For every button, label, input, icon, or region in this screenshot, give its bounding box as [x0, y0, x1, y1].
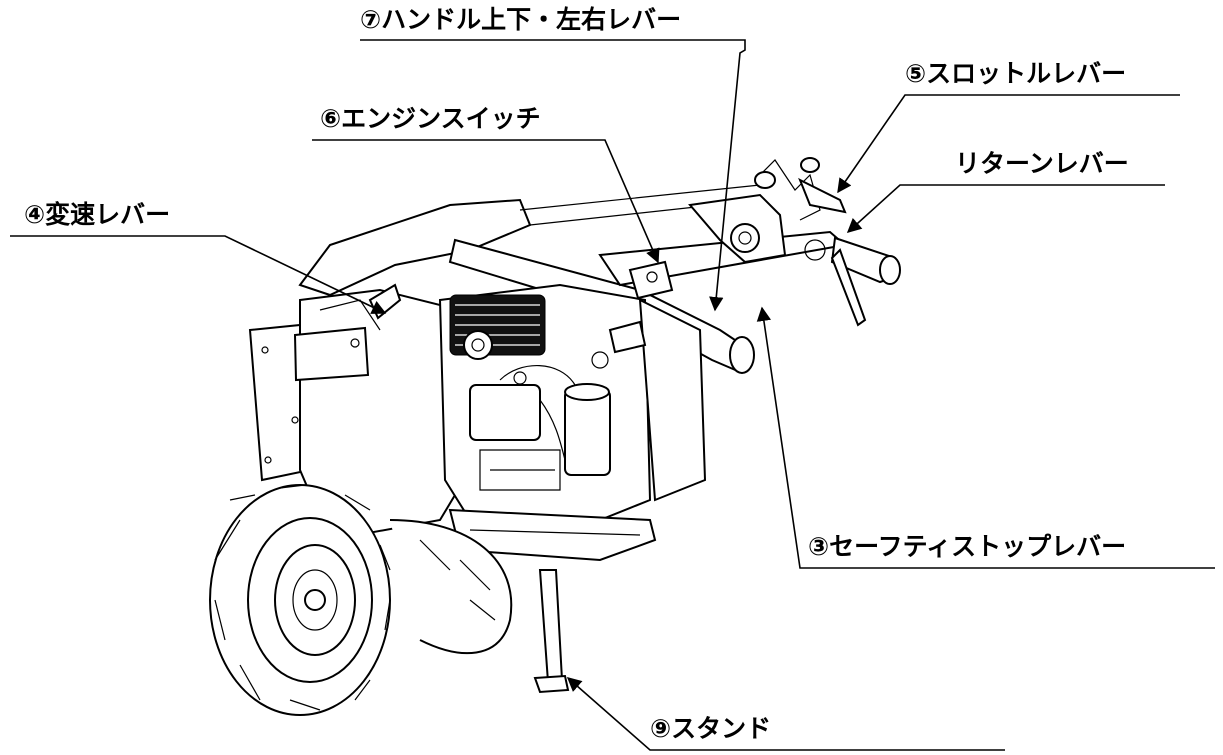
fuel-filter: [564, 389, 611, 476]
engine-switch-body: [628, 260, 674, 300]
handle-grip-left: [729, 336, 755, 374]
leader-line-throttle-lever: [837, 94, 1180, 194]
label-return-lever: リターンレバー: [955, 149, 1129, 178]
label-stand: ⑨スタンド: [650, 714, 772, 743]
label-safety-stop-lever: ③セーフティストップレバー: [808, 532, 1127, 561]
air-cleaner: [469, 384, 541, 441]
return-lever-body: [830, 248, 867, 327]
label-shift-lever: ④変速レバー: [24, 200, 171, 229]
leader-line-return-lever: [846, 184, 1165, 233]
top-cover: [298, 198, 532, 297]
engine-side-cover: [638, 298, 707, 502]
leader-line-safety-stop-lever: [756, 306, 1215, 569]
leader-line-stand: [566, 677, 1005, 751]
stand: [538, 569, 564, 684]
label-handle-lever: ⑦ハンドル上下・左右レバー: [360, 5, 682, 34]
label-throttle-lever: ⑤スロットルレバー: [905, 59, 1127, 88]
wheel: [209, 484, 513, 716]
leader-line-handle-lever: [360, 39, 746, 312]
tiller-machine: [209, 157, 901, 716]
leader-line-engine-switch: [312, 139, 660, 264]
label-engine-switch: ⑥エンジンスイッチ: [320, 104, 541, 133]
leader-lines: [10, 39, 1215, 751]
leader-line-shift-lever: [10, 235, 387, 314]
